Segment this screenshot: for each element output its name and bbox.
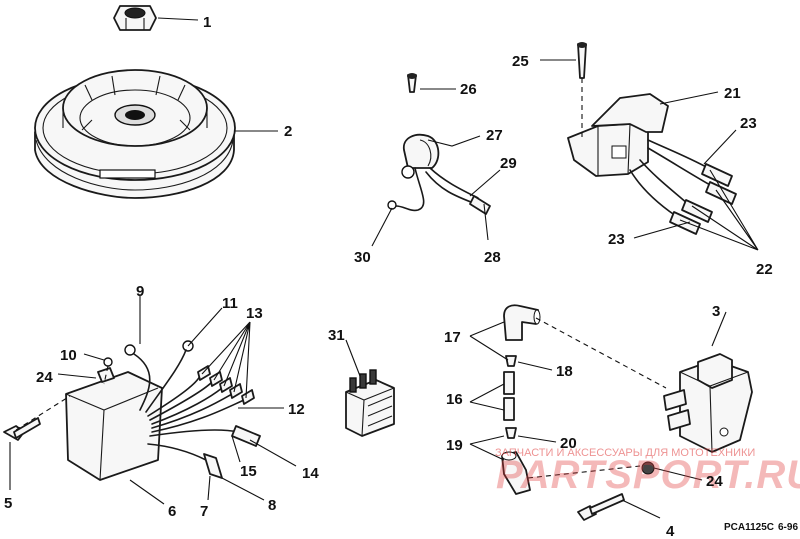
figure-footer: PCA1125C 6-96: [724, 522, 798, 533]
callout-8: 8: [268, 497, 276, 514]
callout-3: 3: [712, 303, 720, 320]
rectifier: [345, 369, 395, 437]
callout-18: 18: [556, 363, 573, 380]
callout-21: 21: [724, 85, 741, 102]
watermark-subtitle: ЗАПЧАСТИ И АКСЕССУАРЫ ДЛЯ МОТОТЕХНИКИ: [495, 447, 755, 459]
figure-code: PCA1125C: [724, 522, 774, 533]
leader-lines: [9, 17, 759, 519]
callout-16: 16: [446, 391, 463, 408]
mounting-screws: [3, 417, 655, 521]
callout-13: 13: [246, 305, 263, 322]
callout-25: 25: [512, 53, 529, 70]
callout-5: 5: [4, 495, 12, 512]
callout-4: 4: [666, 523, 675, 539]
flywheel-nut: [113, 5, 157, 31]
callout-9: 9: [136, 283, 144, 300]
callout-6: 6: [168, 503, 176, 520]
callout-15: 15: [240, 463, 257, 480]
callout-24-left: 24: [36, 369, 53, 386]
watermark: ЗАПЧАСТИ И АКСЕССУАРЫ ДЛЯ МОТОТЕХНИКИ PA…: [495, 447, 800, 497]
callout-14: 14: [302, 465, 319, 482]
callout-29: 29: [500, 155, 517, 172]
flywheel: [34, 69, 236, 199]
callout-17: 17: [444, 329, 461, 346]
callout-11: 11: [222, 295, 238, 312]
callout-30: 30: [354, 249, 371, 266]
callout-12: 12: [288, 401, 305, 418]
callout-1: 1: [203, 14, 211, 31]
callout-31: 31: [328, 327, 345, 344]
callout-7: 7: [200, 503, 208, 520]
callout-23-lower: 23: [608, 231, 625, 248]
callout-24-right: 24: [706, 473, 723, 490]
callout-10: 10: [60, 347, 77, 364]
callout-2: 2: [284, 123, 292, 140]
callout-19: 19: [446, 437, 463, 454]
callout-28: 28: [484, 249, 501, 266]
date-code: 6-96: [778, 522, 798, 533]
callout-22: 22: [756, 261, 773, 278]
charge-coil-assembly: [567, 42, 737, 235]
spark-plug-caps: [501, 304, 541, 495]
callout-20: 20: [560, 435, 577, 452]
ignition-coil: [663, 353, 753, 453]
watermark-logo: PARTSPORT.RU: [496, 453, 800, 497]
cdi-unit: [65, 340, 261, 481]
callout-27: 27: [486, 127, 503, 144]
callout-26: 26: [460, 81, 477, 98]
callout-labels: 1 2 3 4 5 6 7 8 9 10 11 12 13 14 15 16 1…: [4, 14, 773, 539]
callout-23-upper: 23: [740, 115, 757, 132]
pulser-coil-assembly: [387, 73, 491, 215]
